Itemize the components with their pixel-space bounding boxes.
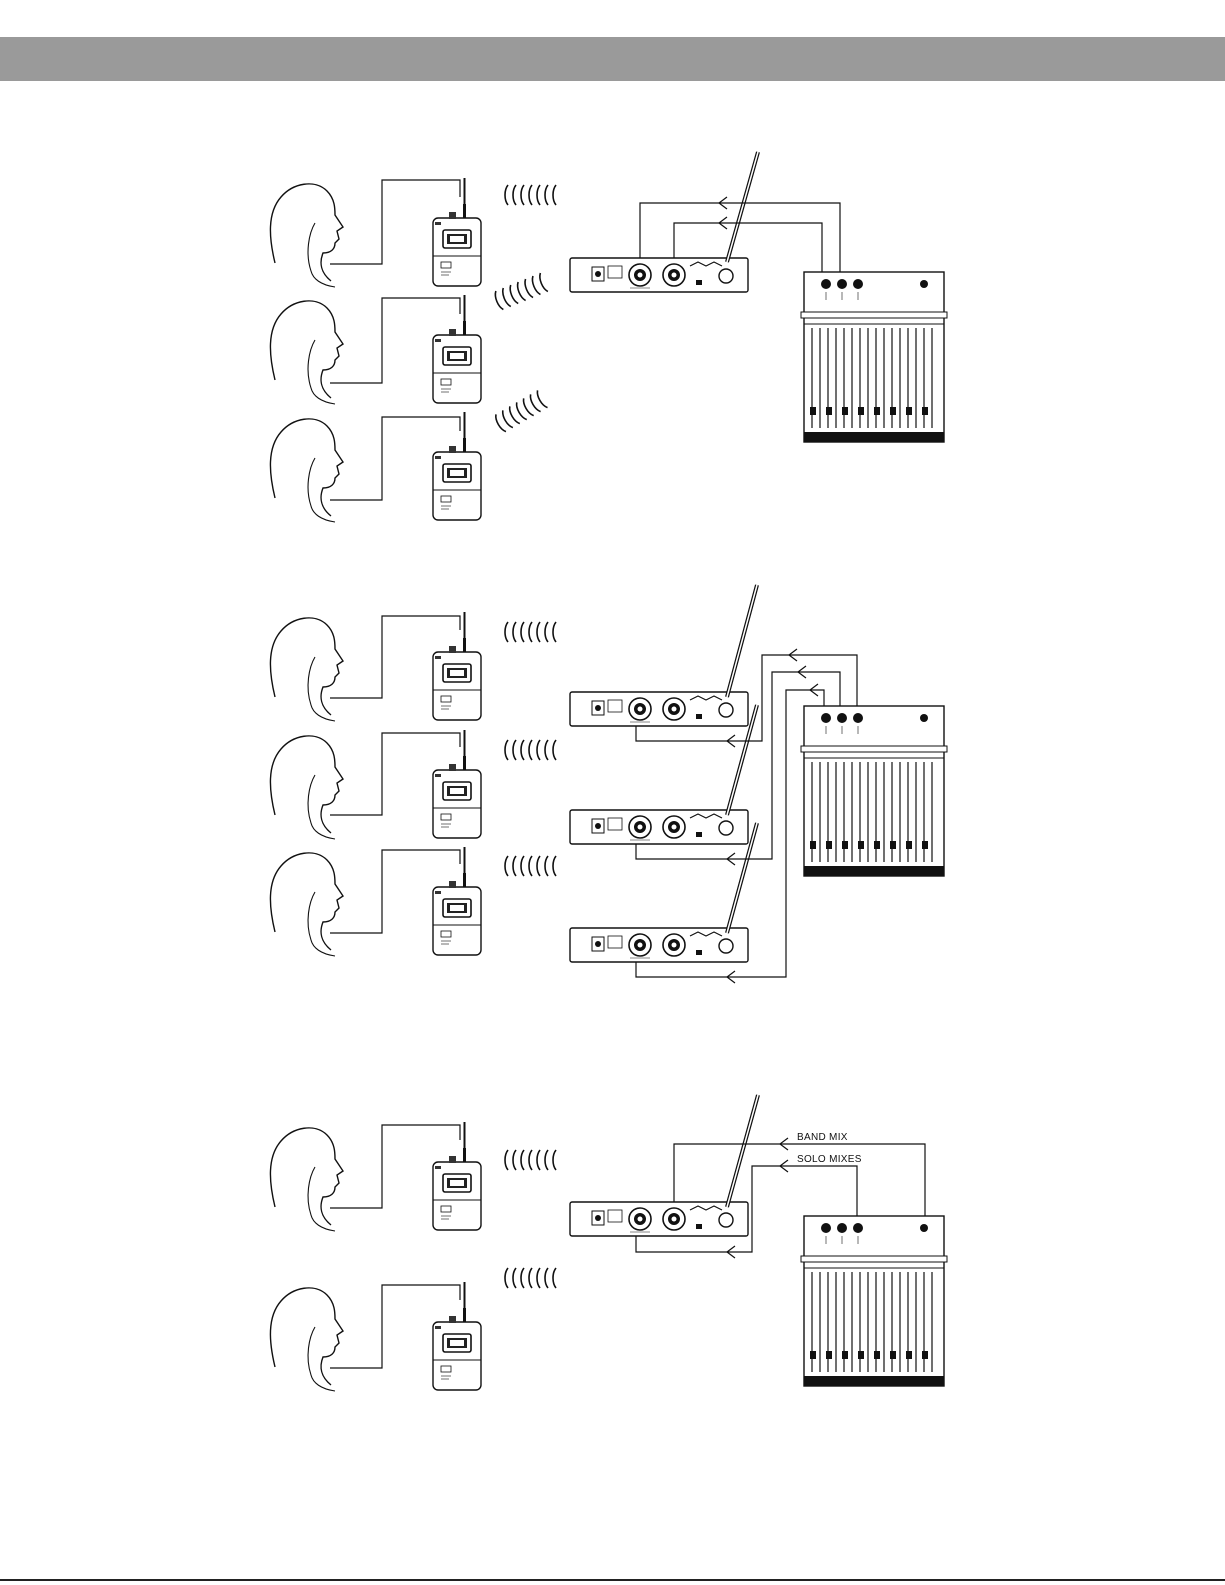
mixer-console-icon [801, 272, 947, 442]
performer-head-icon [270, 853, 343, 956]
radio-waves-icon [493, 273, 548, 311]
bodypack-receiver-icon [433, 730, 481, 838]
bodypack-receiver-icon [433, 1282, 481, 1390]
setup-3-diagram: BAND MIX SOLO MIXES [270, 1095, 947, 1391]
transmitter-icon [570, 810, 748, 844]
performer-head-icon [270, 618, 343, 721]
bodypack-receiver-icon [433, 847, 481, 955]
performer-head-icon [270, 419, 343, 522]
performer-head-icon [270, 736, 343, 839]
radio-waves-icon [505, 1150, 556, 1170]
setup-2-diagram [270, 585, 947, 983]
radio-waves-icon [505, 856, 556, 876]
footer-rule [0, 1579, 1225, 1581]
bodypack-receiver-icon [433, 1122, 481, 1230]
bodypack-receiver-icon [433, 178, 481, 286]
transmitter-icon [570, 692, 748, 726]
performer-head-icon [270, 184, 343, 287]
radio-waves-icon [505, 622, 556, 642]
bodypack-receiver-icon [433, 612, 481, 720]
transmitter-icon [570, 928, 748, 962]
bodypack-receiver-icon [433, 295, 481, 403]
performer-head-icon [270, 1128, 343, 1231]
radio-waves-icon [505, 740, 556, 760]
setup-1-diagram [270, 152, 947, 522]
transmitter-icon [570, 258, 748, 292]
band-mix-label: BAND MIX [797, 1132, 848, 1143]
solo-mixes-label: SOLO MIXES [797, 1154, 862, 1165]
mixer-console-icon [801, 1216, 947, 1386]
radio-waves-icon [505, 1268, 556, 1288]
performer-head-icon [270, 1288, 343, 1391]
bodypack-receiver-icon [433, 412, 481, 520]
mixer-console-icon [801, 706, 947, 876]
radio-waves-icon [493, 390, 547, 433]
performer-head-icon [270, 301, 343, 404]
radio-waves-icon [505, 185, 556, 205]
transmitter-icon [570, 1202, 748, 1236]
